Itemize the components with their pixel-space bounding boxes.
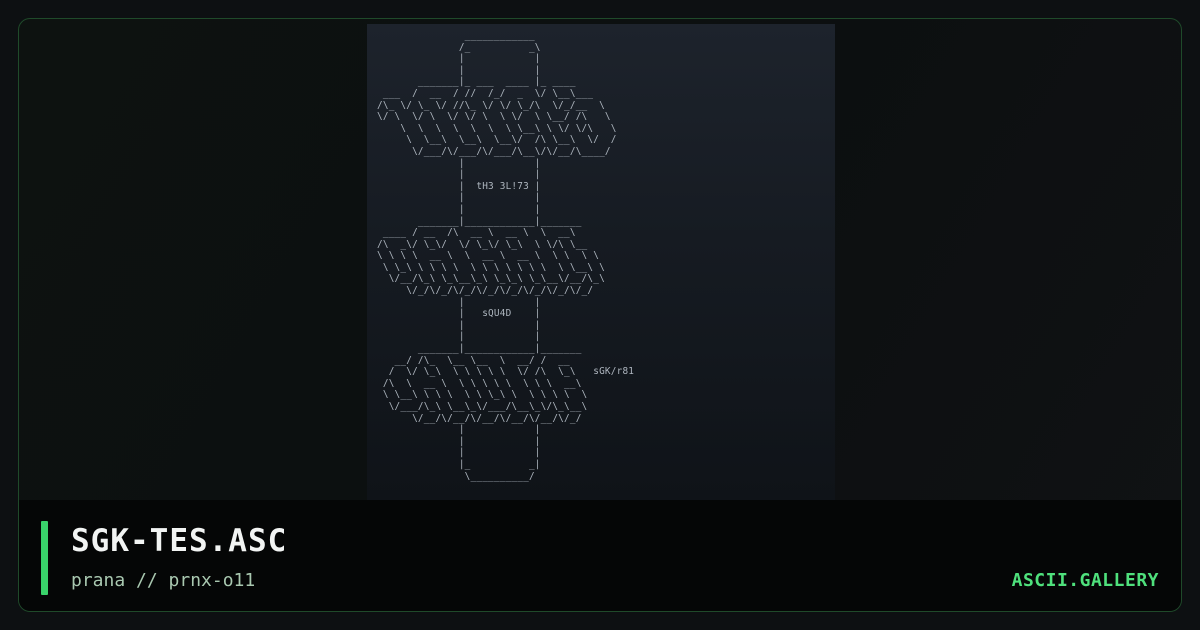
artwork-byline: prana // prnx-o11	[71, 570, 256, 591]
card-frame: ____________ /_ _\ | | | | _______|_ ___…	[18, 18, 1182, 612]
ascii-artwork: ____________ /_ _\ | | | | _______|_ ___…	[377, 30, 635, 482]
artwork-preview[interactable]: ____________ /_ _\ | | | | _______|_ ___…	[367, 24, 835, 500]
artwork-title: SGK-TES.ASC	[71, 523, 288, 559]
site-brand-link[interactable]: ASCII.GALLERY	[1011, 570, 1159, 591]
accent-stripe	[41, 521, 48, 595]
caption-bar: SGK-TES.ASC prana // prnx-o11 ASCII.GALL…	[19, 500, 1181, 611]
